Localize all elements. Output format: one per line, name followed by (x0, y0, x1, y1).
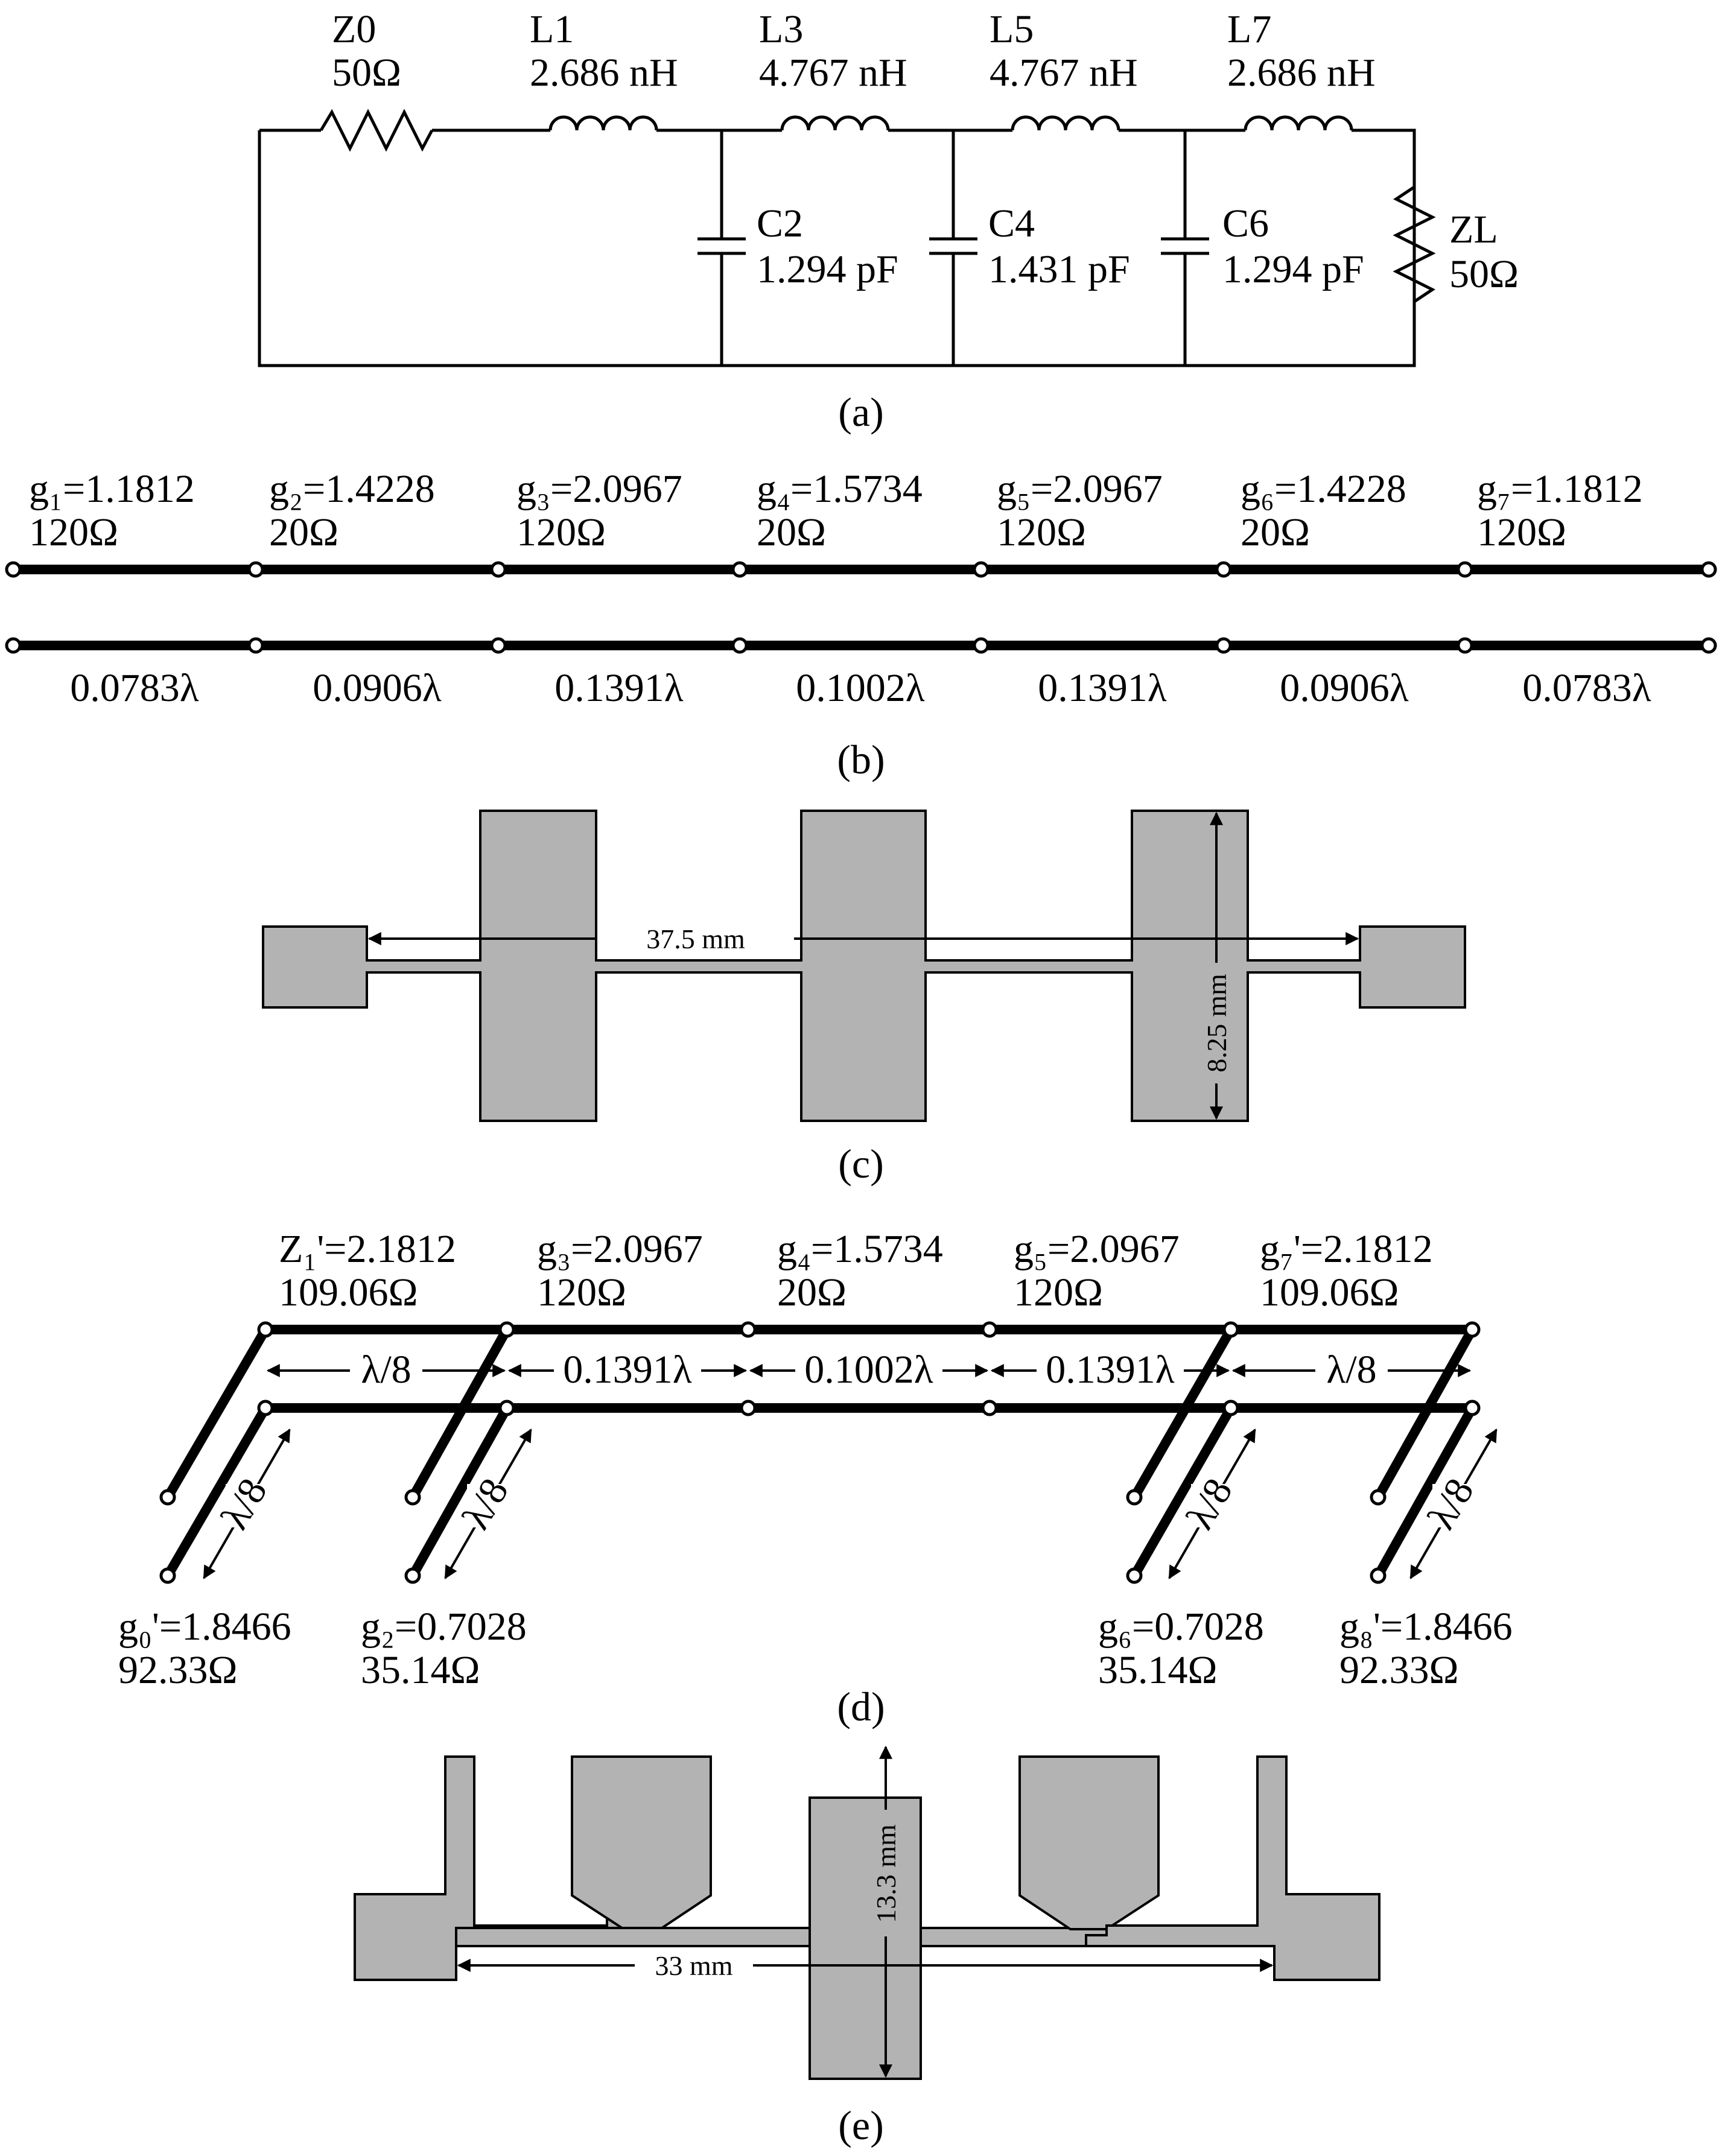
source-resistor-z0 (319, 109, 434, 152)
d-len-2: 0.1391λ (563, 1348, 692, 1392)
b-g6: g₆=1.4228 (1241, 467, 1406, 511)
b-z5: 120Ω (997, 510, 1086, 554)
layout-e-left-stub (571, 1755, 712, 1930)
b-g2: g₂=1.4228 (269, 467, 435, 511)
caption-a: (a) (838, 389, 883, 435)
layout-e-right-stub (1018, 1755, 1160, 1930)
l7-name: L7 (1227, 7, 1271, 51)
capacitor-c6 (1161, 130, 1209, 366)
inductor-l5 (1011, 115, 1120, 131)
c6-value: 1.294 pF (1222, 247, 1364, 291)
d-top-g5: g₇'=2.1812 (1260, 1227, 1433, 1271)
l3-value: 4.767 nH (759, 51, 907, 95)
panel-b-transmission-lines: g₁=1.1812 120Ω g₂=1.4228 20Ω g₃=2.0967 1… (5, 467, 1717, 782)
capacitor-c4 (929, 130, 977, 366)
d-stub-z3: 35.14Ω (1098, 1648, 1218, 1692)
panel-e-layout: 33 mm 13.3 mm (e) (354, 1745, 1380, 2148)
e-height-label: 13.3 mm (871, 1824, 901, 1923)
panel-d-stub-network: Z₁'=2.1812 109.06Ω g₃=2.0967 120Ω g₄=1.5… (118, 1227, 1513, 1730)
l1-value: 2.686 nH (530, 51, 678, 95)
b-len2: 0.0906λ (313, 666, 442, 710)
caption-c: (c) (838, 1141, 883, 1187)
b-g7: g₇=1.1812 (1477, 467, 1643, 511)
b-z6: 20Ω (1241, 510, 1310, 554)
d-stub-g3: g₆=0.7028 (1098, 1605, 1264, 1649)
d-top-g4: g₅=2.0967 (1014, 1227, 1180, 1271)
d-top-z4: 120Ω (1014, 1270, 1103, 1314)
d-top-z5: 109.06Ω (1260, 1270, 1399, 1314)
stub-3-top (1130, 1327, 1235, 1500)
b-z1: 120Ω (29, 510, 118, 554)
zl-name: ZL (1449, 208, 1498, 252)
d-top-z2: 120Ω (537, 1270, 626, 1314)
d-top-g1: Z₁'=2.1812 (279, 1227, 456, 1271)
panel-a-circuit: Z0 50Ω L1 2.686 nH L3 4.767 nH L5 4.767 … (258, 7, 1519, 435)
d-top-z3: 20Ω (777, 1270, 847, 1314)
d-top-g3: g₄=1.5734 (777, 1227, 943, 1271)
b-z4: 20Ω (757, 510, 826, 554)
d-stub-z2: 35.14Ω (361, 1648, 480, 1692)
load-resistor-zl (1393, 185, 1436, 366)
b-g5: g₅=2.0967 (997, 467, 1163, 511)
capacitor-c2 (697, 130, 746, 366)
d-len-4: 0.1391λ (1046, 1348, 1175, 1392)
b-g1: g₁=1.1812 (29, 467, 195, 511)
b-len1: 0.0783λ (70, 666, 199, 710)
c6-name: C6 (1222, 201, 1269, 246)
d-stub-z4: 92.33Ω (1339, 1648, 1459, 1692)
d-stub-g2: g₂=0.7028 (361, 1605, 527, 1649)
d-len-1: λ/8 (361, 1348, 411, 1392)
l5-value: 4.767 nH (990, 51, 1138, 95)
layout-e-right-feed (1085, 1755, 1380, 1981)
d-len-5: λ/8 (1326, 1348, 1376, 1392)
panel-b-nodes (5, 561, 1717, 654)
b-len6: 0.0906λ (1280, 666, 1409, 710)
stub-1-top (164, 1327, 270, 1500)
b-z3: 120Ω (516, 510, 606, 554)
d-top-g2: g₃=2.0967 (537, 1227, 703, 1271)
layout-e-line-left (455, 1927, 811, 1947)
b-g3: g₃=2.0967 (516, 467, 682, 511)
d-top-z1: 109.06Ω (279, 1270, 418, 1314)
b-len7: 0.0783λ (1522, 666, 1651, 710)
layout-c-shape (262, 810, 1466, 1122)
l1-name: L1 (530, 7, 574, 51)
d-stub-g1: g₀'=1.8466 (118, 1605, 291, 1649)
c-length-label: 37.5 mm (646, 924, 745, 954)
d-stub-g4: g₈'=1.8466 (1339, 1605, 1513, 1649)
c-height-label: 8.25 mm (1201, 974, 1232, 1073)
d-len-3: 0.1002λ (804, 1348, 933, 1392)
b-z2: 20Ω (269, 510, 338, 554)
c2-name: C2 (757, 201, 803, 246)
l5-name: L5 (990, 7, 1034, 51)
c4-name: C4 (988, 201, 1035, 246)
panel-d-nodes (159, 1321, 1481, 1584)
inductor-l7 (1244, 115, 1353, 131)
z0-name: Z0 (332, 7, 376, 51)
inductor-l3 (780, 115, 890, 131)
c2-value: 1.294 pF (757, 247, 898, 291)
layout-e-center-stub (809, 1796, 922, 2080)
l7-value: 2.686 nH (1227, 51, 1376, 95)
d-stub-z1: 92.33Ω (118, 1648, 238, 1692)
caption-b: (b) (837, 737, 885, 782)
caption-d: (d) (837, 1684, 885, 1730)
inductor-l1 (548, 115, 658, 131)
zl-value: 50Ω (1449, 252, 1519, 296)
panel-c-layout: 37.5 mm 8.25 mm (c) (262, 810, 1466, 1187)
e-length-label: 33 mm (655, 1950, 732, 1981)
b-z7: 120Ω (1477, 510, 1566, 554)
b-len4: 0.1002λ (796, 666, 925, 710)
z0-value: 50Ω (332, 51, 401, 95)
c4-value: 1.431 pF (988, 247, 1130, 291)
caption-e: (e) (838, 2102, 883, 2148)
stub-4-top (1374, 1327, 1476, 1500)
stub-2-top (408, 1327, 511, 1500)
l3-name: L3 (759, 7, 803, 51)
b-len3: 0.1391λ (554, 666, 684, 710)
b-len5: 0.1391λ (1038, 666, 1167, 710)
b-g4: g₄=1.5734 (757, 467, 923, 511)
